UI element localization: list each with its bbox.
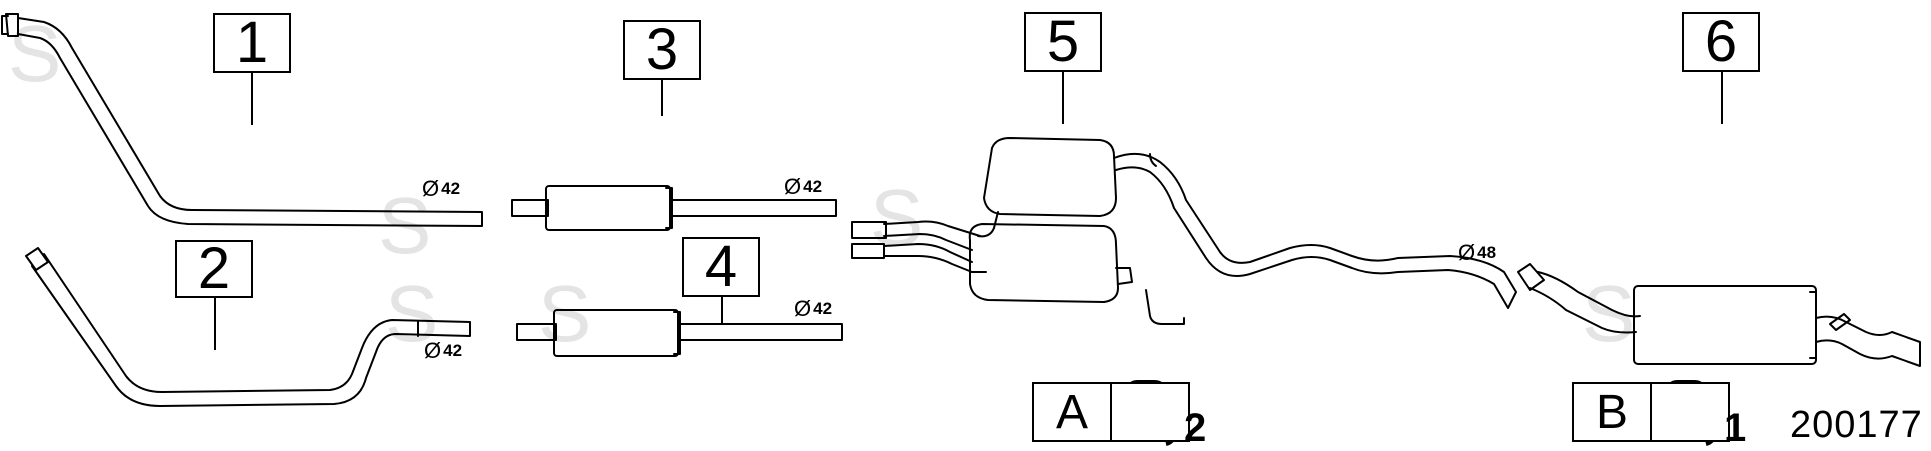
hardware-icon-slot <box>1652 384 1728 440</box>
leader-line-2 <box>214 298 216 350</box>
part-3-center-muffler <box>511 185 837 231</box>
part-2-middle-pipe <box>25 247 471 407</box>
callout-part-4[interactable]: 4 <box>682 237 760 297</box>
leader-line-4 <box>721 297 723 324</box>
leader-line-5 <box>1062 72 1064 124</box>
leader-line-3 <box>661 80 663 116</box>
leader-line-6 <box>1721 72 1723 124</box>
watermark-mark: S <box>870 173 924 262</box>
watermark-mark: S <box>8 9 62 98</box>
part-5-dual-silencer <box>851 137 1517 325</box>
diagram-reference-number: 200177 <box>1790 404 1923 446</box>
hardware-letter: A <box>1034 384 1112 440</box>
part-1-front-pipe <box>1 13 483 227</box>
hardware-box-a[interactable]: A <box>1032 382 1190 442</box>
watermark-mark: S <box>385 269 439 358</box>
hardware-icon-slot <box>1112 384 1188 440</box>
hardware-letter: B <box>1574 384 1652 440</box>
callout-part-2[interactable]: 2 <box>175 240 253 298</box>
leader-line-1 <box>251 73 253 125</box>
hardware-box-b[interactable]: B <box>1572 382 1730 442</box>
callout-part-5[interactable]: 5 <box>1024 12 1102 72</box>
watermark-mark: S <box>538 269 592 358</box>
part-4-center-muffler <box>516 309 843 357</box>
callout-part-3[interactable]: 3 <box>623 20 701 80</box>
part-6-rear-silencer <box>1517 263 1921 367</box>
watermark-mark: S <box>1582 269 1636 358</box>
hardware-quantity-b: 1 <box>1724 406 1747 450</box>
callout-part-1[interactable]: 1 <box>213 13 291 73</box>
hardware-quantity-a: 2 <box>1184 406 1207 450</box>
callout-part-6[interactable]: 6 <box>1682 12 1760 72</box>
